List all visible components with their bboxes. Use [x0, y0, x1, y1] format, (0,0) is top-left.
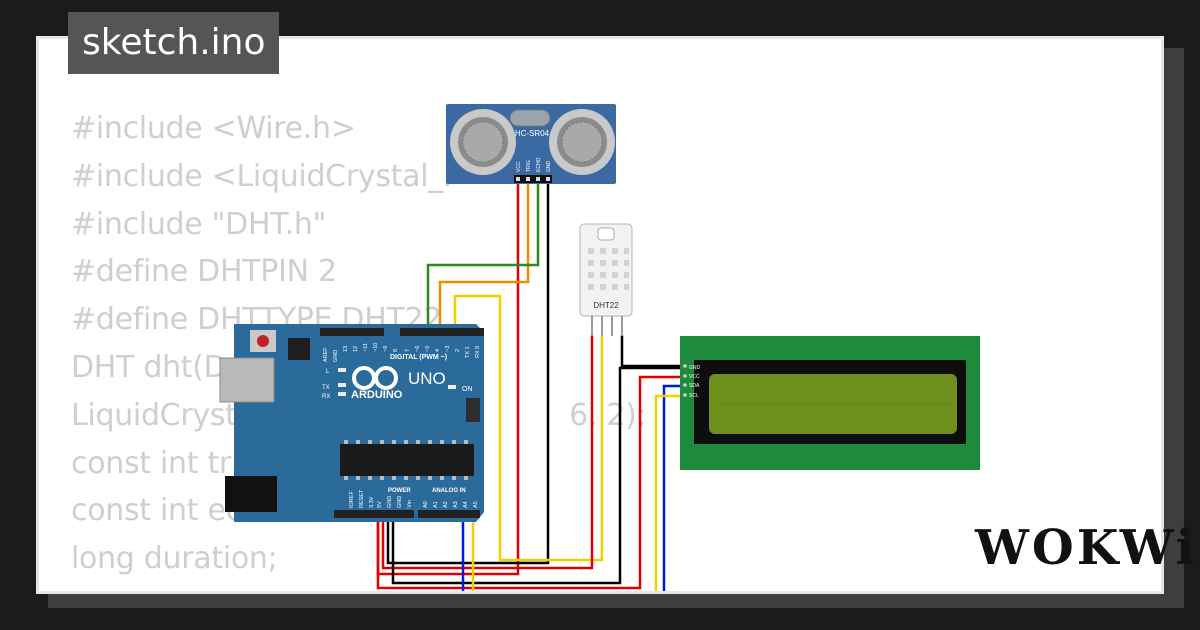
bottom-pin-label: GND	[397, 496, 403, 508]
pin-label-gnd: GND	[546, 161, 552, 173]
hc-sr04-sensor[interactable]: HC-SR04 VCC TRIG ECHO GND	[446, 104, 616, 184]
code-line: DHT dht(D	[71, 349, 227, 385]
top-pin-label: GND	[333, 350, 339, 362]
dht22-label: DHT22	[593, 301, 619, 310]
dht22-sensor[interactable]: DHT22	[579, 223, 633, 336]
arduino-brand: ARDUINO	[351, 389, 403, 401]
wire-red-lcd-vcc	[376, 375, 684, 590]
l-led-label: L	[326, 369, 330, 375]
arduino-uno-board[interactable]: UNO ARDUINO DIGITAL (PWM ~) POWER ANALOG…	[219, 324, 484, 522]
top-pin-label: ~9	[383, 346, 389, 352]
code-line: const int ec	[71, 493, 242, 529]
wire-black-hcsr04-gnd	[386, 180, 550, 565]
bottom-pin-label: A2	[443, 501, 449, 508]
code-line: #include <Wire.h>	[71, 111, 356, 146]
hc-sr04-label: HC-SR04	[515, 129, 550, 138]
wire-yellow-hcsr04-trig	[438, 180, 530, 330]
wokwi-logo: WOKWi	[975, 520, 1198, 576]
power-jack	[225, 476, 277, 512]
top-pin-label: TX 1	[465, 346, 471, 358]
top-pin-label: ~11	[363, 343, 369, 352]
bottom-pin-label: 3.3V	[369, 496, 375, 508]
wire-black-lcd-gnd	[391, 366, 684, 585]
bottom-pin-label: A3	[453, 501, 459, 508]
tx-led-label: TX	[322, 385, 330, 391]
bottom-pin-label: Vin	[407, 500, 413, 508]
code-line: int dis	[71, 583, 646, 591]
top-pin-label: 12	[353, 346, 359, 352]
top-pin-label: ~10	[373, 343, 379, 352]
arduino-model: UNO	[408, 369, 446, 388]
wire-green-hcsr04-echo	[426, 180, 540, 330]
lcd-pin-sda: SDA	[689, 383, 700, 389]
usb-port	[219, 357, 275, 403]
wire-yellow-dht-data	[453, 294, 604, 562]
pin-label-vcc: VCC	[516, 161, 522, 172]
lcd-pin-scl: SCL	[689, 393, 699, 399]
lcd-pin-vcc: VCC	[689, 374, 700, 380]
bottom-pin-label: IOREF	[349, 491, 355, 508]
top-pin-label: ~5	[425, 346, 431, 352]
analog-header-label: ANALOG IN	[432, 488, 466, 494]
top-pin-label: AREF	[323, 347, 329, 362]
lcd-display[interactable]: GND VCC SDA SCL	[680, 336, 980, 470]
code-line: const int tr	[71, 445, 231, 481]
reset-button[interactable]	[257, 335, 269, 347]
top-pin-label: 7	[405, 349, 411, 352]
bottom-pin-label: GND	[387, 496, 393, 508]
top-pin-label: 8	[393, 349, 399, 352]
bottom-pin-label: A1	[433, 501, 439, 508]
top-pin-label: ~6	[415, 346, 421, 352]
pin-label-echo: ECHO	[536, 157, 542, 172]
bottom-pin-label: RESET	[359, 489, 365, 508]
bottom-pin-label: 5V	[377, 501, 383, 508]
pin-label-trig: TRIG	[526, 160, 532, 172]
file-tab[interactable]: sketch.ino	[68, 12, 280, 74]
atmega-chip	[340, 444, 474, 476]
code-line: #define DHTPIN 2	[71, 254, 337, 290]
wire-black-dht-gnd	[620, 335, 684, 368]
wires	[376, 180, 684, 591]
bottom-pin-label: A0	[423, 501, 429, 508]
top-pin-label: 2	[455, 349, 461, 352]
top-pin-label: 4	[435, 349, 441, 352]
arduino-infinity-icon	[352, 366, 398, 390]
wire-yellow-lcd-scl	[654, 394, 684, 591]
bottom-pin-label: A5	[473, 501, 479, 508]
digital-header-label: DIGITAL (PWM ~)	[390, 354, 447, 361]
code-line: #include "DHT.h"	[71, 206, 327, 242]
power-header-label: POWER	[388, 488, 411, 494]
bottom-pin-label: A4	[463, 501, 469, 508]
wire-blue-lcd-sda	[461, 384, 684, 591]
top-pin-label: 13	[343, 346, 349, 352]
code-line: #include <LiquidCrystal_I	[71, 158, 452, 194]
top-pin-label: ~3	[445, 346, 451, 352]
rx-led-label: RX	[322, 394, 330, 400]
lcd-pin-gnd: GND	[689, 365, 701, 371]
on-led-label: ON	[462, 386, 473, 393]
wire-red-dht-vcc	[381, 335, 594, 570]
top-pin-label: RX 0	[475, 346, 481, 358]
code-line: long duration;	[71, 541, 278, 577]
